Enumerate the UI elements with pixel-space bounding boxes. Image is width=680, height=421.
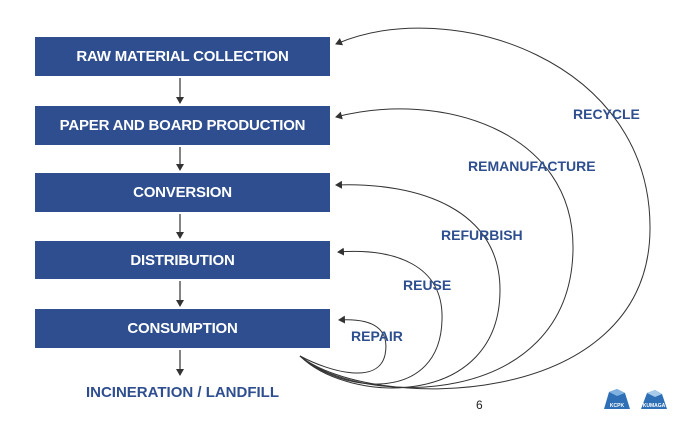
stage-distribution: DISTRIBUTION [35,241,330,279]
end-stage-incineration-landfill: INCINERATION / LANDFILL [85,384,280,401]
kumaga-logo: KUMAGA [640,388,668,410]
loop-remanufacture-arrow [299,108,574,389]
kcpk-logo-text: KCPK [609,403,625,409]
loop-label-repair: REPAIR [351,328,403,344]
loop-recycle-arrow [299,27,651,390]
stage-consumption: CONSUMPTION [35,309,330,348]
loop-refurbish-arrow [299,180,501,389]
stage-conversion: CONVERSION [35,173,330,212]
loop-repair-arrow [299,315,387,374]
loop-label-refurbish: REFURBISH [441,227,523,243]
stage-paper-and-board-production: PAPER AND BOARD PRODUCTION [35,106,330,145]
kcpk-logo: KCPK [603,388,631,410]
page-number: 6 [476,398,483,412]
loop-label-recycle: RECYCLE [573,106,640,122]
loop-reuse-arrow [299,247,443,385]
loop-label-reuse: REUSE [403,277,452,293]
loop-label-remanufacture: REMANUFACTURE [468,158,596,174]
stage-raw-material-collection: RAW MATERIAL COLLECTION [35,37,330,76]
kumaga-logo-text: KUMAGA [642,403,666,409]
